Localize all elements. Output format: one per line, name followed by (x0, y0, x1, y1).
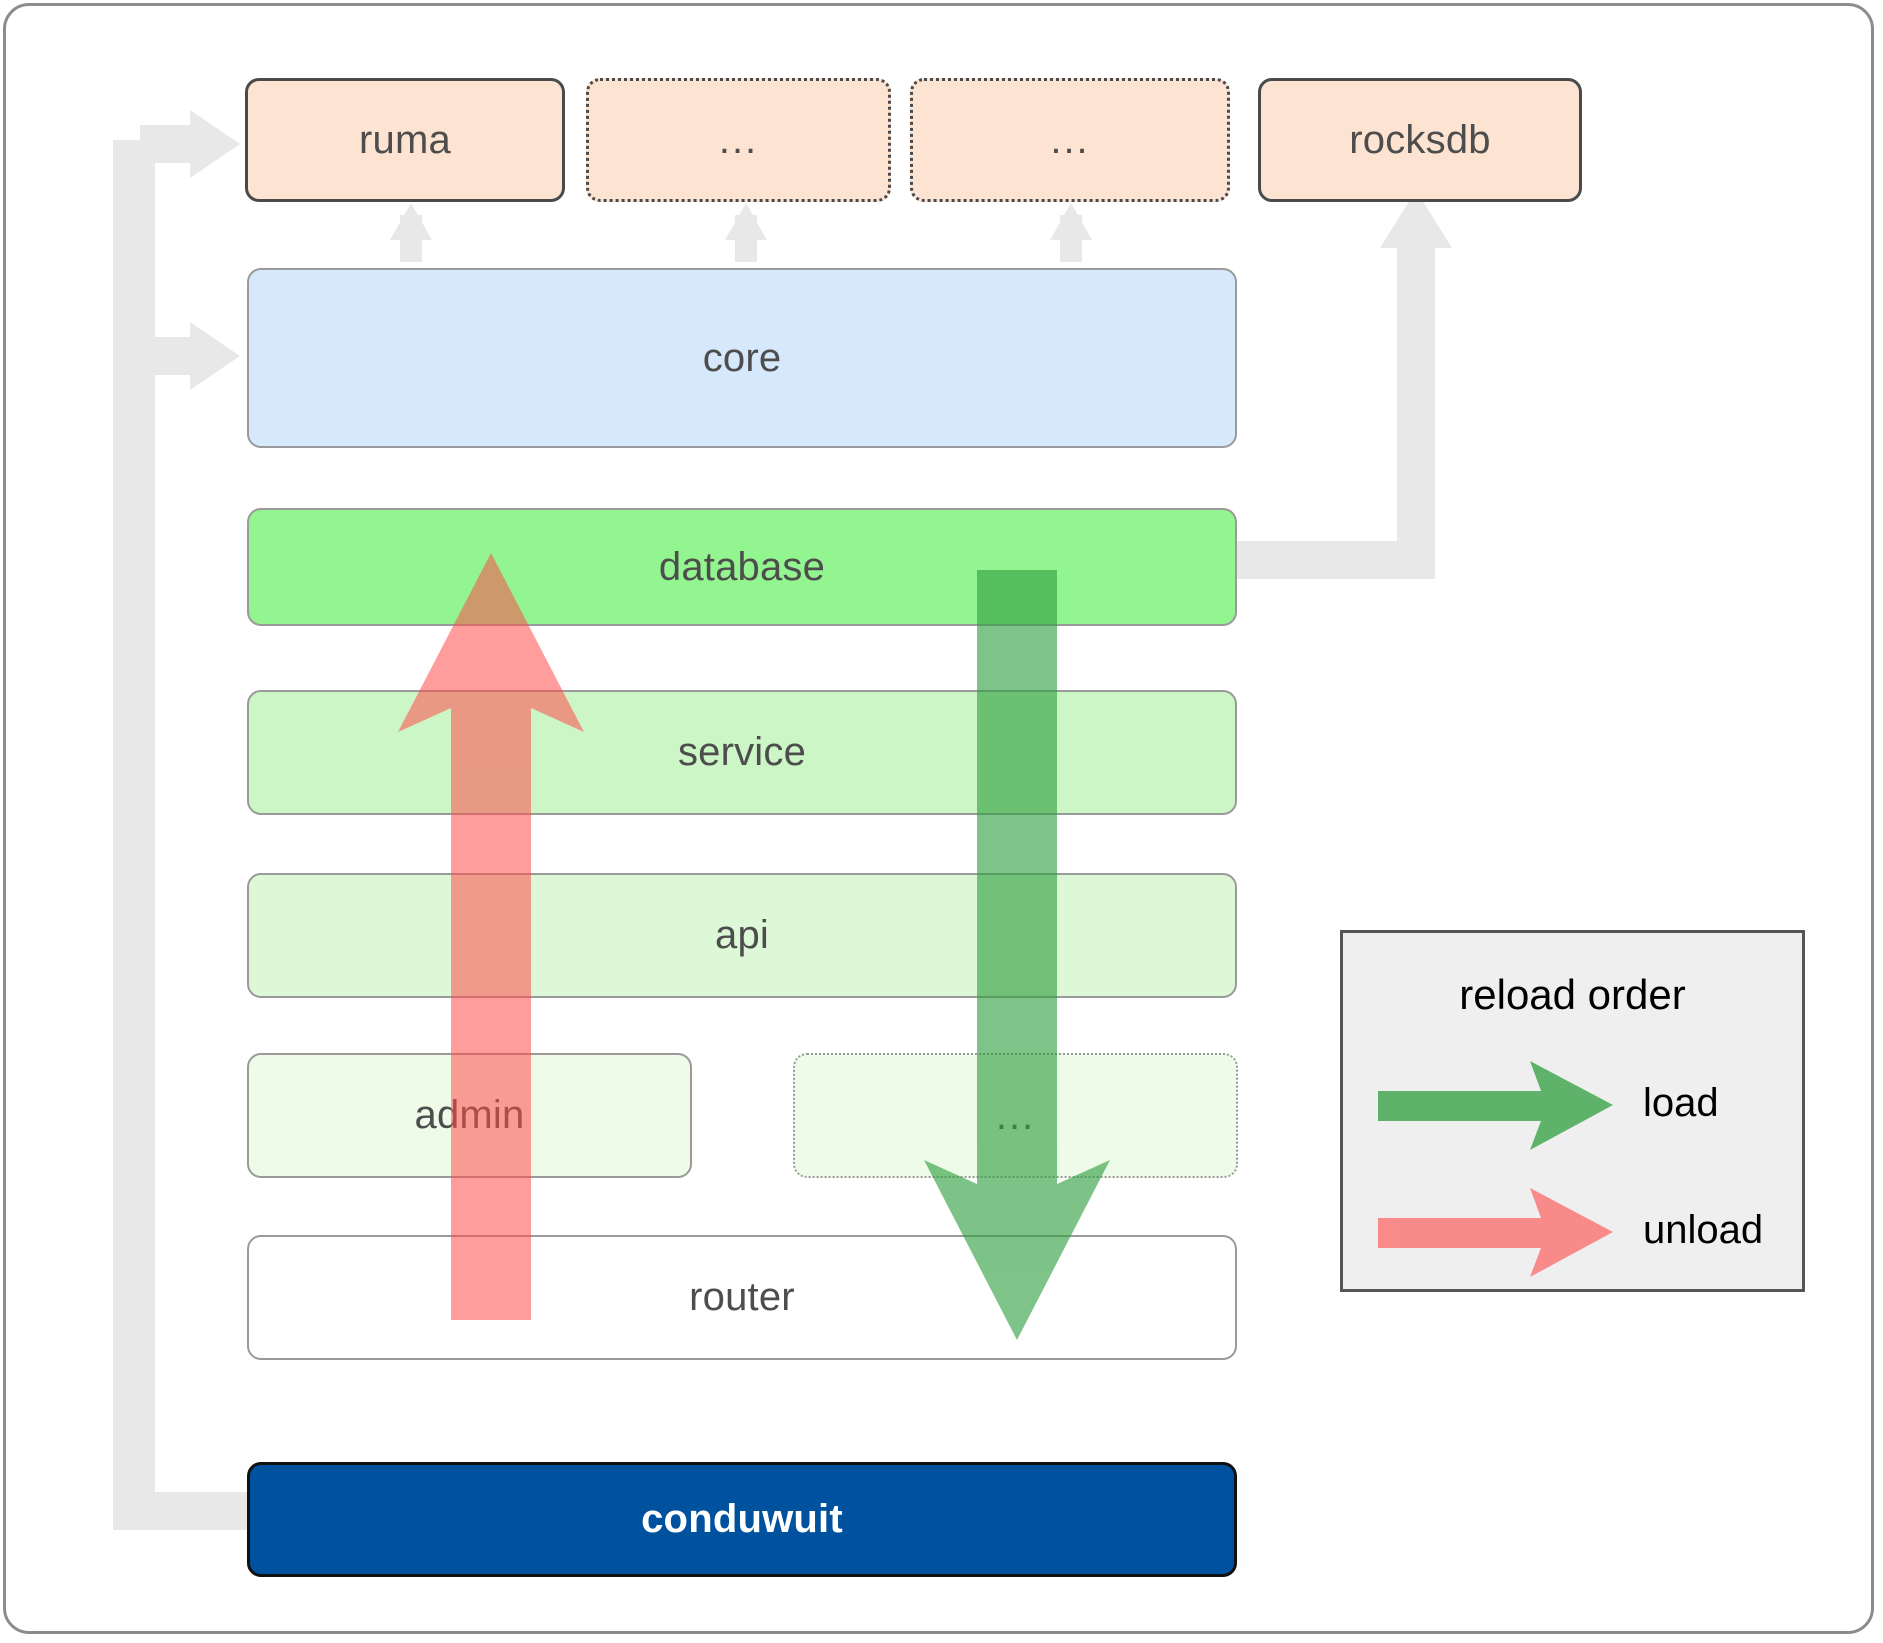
crate-box-ruma[interactable]: ruma (245, 78, 565, 202)
layer-box-ellipsis[interactable]: ... (793, 1053, 1238, 1178)
layer-box-service[interactable]: service (247, 690, 1237, 815)
binary-label-conduwuit: conduwuit (641, 1497, 843, 1541)
crate-label-ruma: ruma (359, 117, 451, 162)
crate-box-ellipsis-1[interactable]: ... (586, 78, 891, 202)
layer-box-core[interactable]: core (247, 268, 1237, 448)
binary-box-conduwuit[interactable]: conduwuit (247, 1462, 1237, 1577)
layer-label-router: router (689, 1275, 795, 1319)
layer-label-service: service (677, 730, 807, 774)
layer-label-ellipsis: ... (995, 1093, 1036, 1138)
legend-arrow-unload (1378, 1188, 1613, 1277)
crate-label-ellipsis-1: ... (718, 118, 759, 162)
legend-load-head (1517, 1061, 1613, 1150)
crate-label-rocksdb: rocksdb (1349, 117, 1491, 162)
layer-label-core: core (702, 335, 782, 380)
legend-label-load: load (1643, 1081, 1719, 1125)
diagram-frame (3, 3, 1874, 1634)
legend-panel: reload order load unload (1340, 930, 1805, 1292)
layer-label-admin: admin (414, 1093, 525, 1137)
layer-label-api: api (715, 913, 769, 957)
crate-label-ellipsis-2: ... (1050, 118, 1090, 162)
legend-unload-head (1517, 1188, 1613, 1277)
crate-box-rocksdb[interactable]: rocksdb (1258, 78, 1582, 202)
layer-box-api[interactable]: api (247, 873, 1237, 998)
layer-box-router[interactable]: router (247, 1235, 1237, 1360)
crate-box-ellipsis-2[interactable]: ... (910, 78, 1230, 202)
layer-box-admin[interactable]: admin (247, 1053, 692, 1178)
layer-label-database: database (658, 544, 826, 589)
legend-title: reload order (1459, 971, 1686, 1018)
legend-arrow-load (1378, 1061, 1613, 1150)
layer-box-database[interactable]: database (247, 508, 1237, 626)
legend-label-unload: unload (1643, 1208, 1764, 1252)
